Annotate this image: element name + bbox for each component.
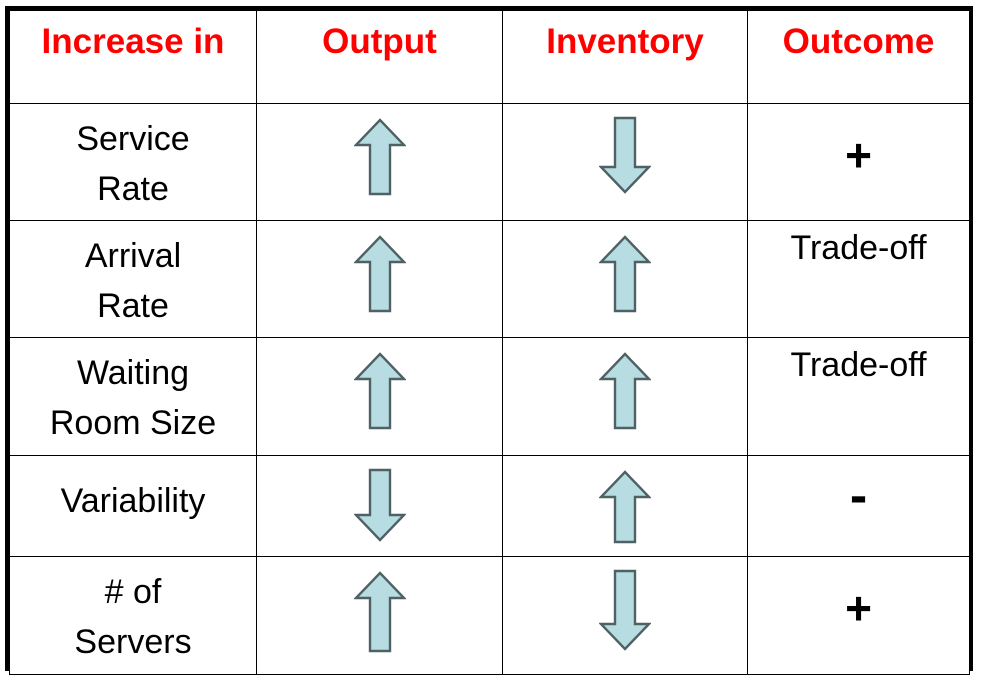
factor-line: # of [104,573,162,611]
outcome-cell: Trade-off [747,337,970,456]
outcome-symbol: + [845,129,872,181]
output-cell [256,556,503,675]
header-label-increase-in: Increase in [41,22,225,61]
arrow-down-icon [503,104,747,232]
arrow-up-icon [503,456,747,570]
arrow-down-icon [257,456,502,568]
outcome-text: Trade-off [790,346,927,384]
factor-line: Variability [60,482,206,520]
column-header-inventory: Inventory [502,10,748,104]
arrow-up-icon [257,557,502,680]
factor-line: Room Size [49,404,217,443]
table-grid: Increase in Output Inventory Outcome [9,10,970,675]
outcome-value: Trade-off [748,221,969,265]
outcome-cell: Trade-off [747,220,970,338]
arrow-up-icon [257,104,502,234]
header-label-outcome: Outcome [782,22,935,61]
header-label-inventory: Inventory [546,22,704,61]
outcome-cell: + [747,103,970,221]
factor-line: Waiting [76,354,190,392]
outcome-cell: - [747,455,970,557]
inventory-cell [502,220,748,338]
factor-label: Arrival Rate [10,221,256,332]
arrow-up-icon [503,221,747,351]
arrow-down-icon [503,557,747,680]
factor-label: Service Rate [10,104,256,215]
column-header-output: Output [256,10,503,104]
inventory-cell [502,556,748,675]
inventory-cell [502,337,748,456]
factor-cell: Arrival Rate [9,220,257,338]
factor-line: Arrival [84,237,182,275]
table-row: # of Servers [9,556,970,675]
arrow-up-icon [503,338,747,469]
factor-line: Rate [97,170,169,209]
output-cell [256,337,503,456]
output-cell [256,455,503,557]
table-row: Variability [9,455,970,557]
factor-line: Service [76,120,190,158]
factor-line: Servers [74,623,192,662]
factor-label: Variability [10,456,256,526]
factor-cell: Service Rate [9,103,257,221]
outcome-text: Trade-off [790,229,927,267]
outcome-value: - [748,456,969,522]
table-header-row: Increase in Output Inventory Outcome [9,10,970,104]
outcome-cell: + [747,556,970,675]
outcome-symbol: + [845,582,872,634]
outcome-value: Trade-off [748,338,969,382]
arrow-up-icon [257,338,502,469]
table-row: Arrival Rate [9,220,970,338]
outcome-symbol: - [849,467,868,525]
inventory-cell [502,455,748,557]
factor-line: Rate [97,287,169,326]
inventory-cell [502,103,748,221]
factor-cell: Waiting Room Size [9,337,257,456]
factor-cell: Variability [9,455,257,557]
outcome-value: + [748,557,969,631]
table-row: Service Rate [9,103,970,221]
table-row: Waiting Room Size [9,337,970,456]
factor-label: Waiting Room Size [10,338,256,449]
queueing-tradeoff-table: Increase in Output Inventory Outcome [5,6,973,675]
outcome-value: + [748,104,969,178]
output-cell [256,220,503,338]
factor-cell: # of Servers [9,556,257,675]
arrow-up-icon [257,221,502,351]
column-header-increase-in: Increase in [9,10,257,104]
column-header-outcome: Outcome [747,10,970,104]
factor-label: # of Servers [10,557,256,668]
output-cell [256,103,503,221]
header-label-output: Output [322,22,437,61]
